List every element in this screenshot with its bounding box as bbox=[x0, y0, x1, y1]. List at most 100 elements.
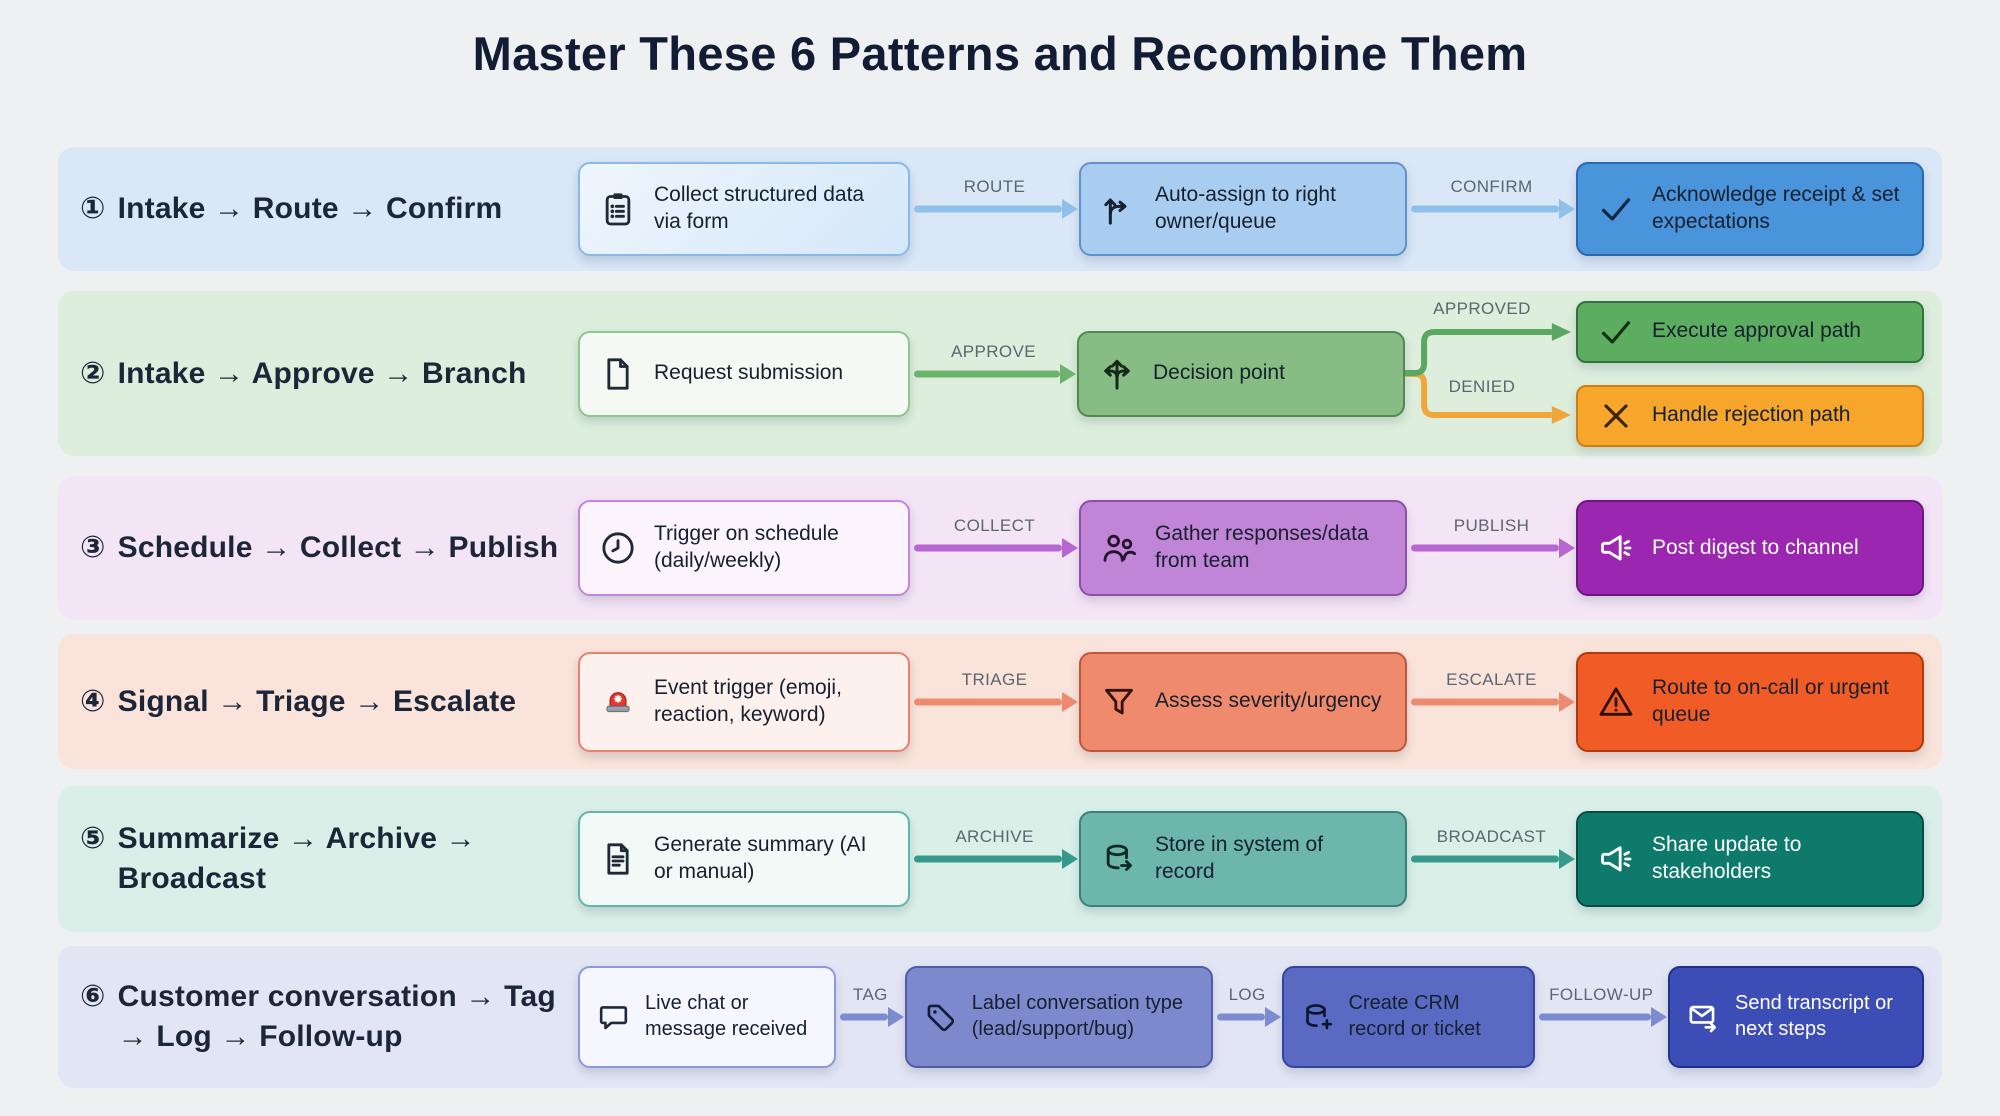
row-3-label-text: Schedule → Collect → Publish bbox=[117, 531, 559, 565]
step-text: Label conversation type (lead/support/bu… bbox=[971, 992, 1183, 1040]
arrow-escalate: ESCALATE bbox=[1409, 669, 1575, 734]
arrowhead-icon bbox=[1062, 538, 1078, 558]
chat-icon bbox=[595, 999, 632, 1036]
arrow-line bbox=[914, 544, 1062, 552]
step-execute-approval: Execute approval path bbox=[1576, 300, 1924, 363]
directions-icon bbox=[1097, 354, 1137, 394]
arrow-line bbox=[840, 1013, 888, 1021]
funnel-icon bbox=[1099, 682, 1139, 722]
row-2-label-text: Intake → Approve → Branch bbox=[117, 356, 527, 390]
row-2-number: ② bbox=[80, 356, 106, 390]
row-4-label-text: Signal → Triage → Escalate bbox=[117, 684, 517, 718]
arrowhead-icon bbox=[1062, 691, 1078, 712]
step-post-digest: Post digest to channel bbox=[1576, 500, 1924, 596]
arrowhead-icon bbox=[1060, 363, 1076, 384]
arrow-route: ROUTE bbox=[912, 177, 1078, 241]
step-text: Store in system of record bbox=[1155, 833, 1324, 883]
arrowhead-icon bbox=[1559, 199, 1575, 219]
row-1-number: ① bbox=[80, 192, 106, 226]
arrow-line bbox=[1216, 1013, 1265, 1021]
arrow-publish: PUBLISH bbox=[1409, 516, 1575, 580]
step-trigger-schedule: Trigger on schedule (daily/weekly) bbox=[578, 500, 910, 596]
arrow-escalate-label: ESCALATE bbox=[1446, 669, 1537, 689]
arrow-line bbox=[914, 698, 1062, 705]
clock-icon bbox=[598, 528, 638, 568]
page-title: Master These 6 Patterns and Recombine Th… bbox=[472, 27, 1528, 80]
arrow-line bbox=[1538, 1013, 1651, 1021]
step-create-crm: Create CRM record or ticket bbox=[1281, 966, 1535, 1068]
row-6-number: ⑥ bbox=[80, 980, 106, 1014]
arrow-archive: ARCHIVE bbox=[912, 827, 1078, 891]
step-text: Share update to stakeholders bbox=[1652, 833, 1802, 883]
step-text: Assess severity/urgency bbox=[1155, 689, 1382, 713]
route-split-icon bbox=[1099, 189, 1139, 229]
pattern-row-3: ③ Schedule → Collect → Publish Trigger o… bbox=[58, 476, 1942, 620]
arrow-line bbox=[1411, 855, 1559, 863]
step-text: Generate summary (AI or manual) bbox=[654, 833, 867, 883]
step-generate-summary: Generate summary (AI or manual) bbox=[578, 811, 910, 907]
step-gather-responses: Gather responses/data from team bbox=[1079, 500, 1407, 596]
arrow-tag-label: TAG bbox=[852, 985, 888, 1004]
row-5-label-text: Summarize → Archive → Broadcast bbox=[117, 822, 476, 895]
branch-outcomes: Execute approval path Handle rejection p… bbox=[1576, 291, 1924, 456]
step-route-oncall: Route to on-call or urgent queue bbox=[1576, 651, 1924, 752]
database-plus-icon bbox=[1299, 999, 1336, 1036]
arrow-line bbox=[1411, 205, 1559, 213]
arrow-line bbox=[1411, 698, 1559, 705]
step-auto-assign: Auto-assign to right owner/queue bbox=[1079, 162, 1407, 256]
row-5-label: ⑤ Summarize → Archive → Broadcast bbox=[80, 819, 578, 898]
users-icon bbox=[1099, 528, 1139, 568]
step-text: Collect structured data via form bbox=[654, 183, 865, 233]
arrow-denied-label: DENIED bbox=[1448, 377, 1516, 396]
pattern-row-2: ② Intake → Approve → Branch Request subm… bbox=[58, 291, 1942, 456]
step-text: Event trigger (emoji, reaction, keyword) bbox=[654, 675, 842, 726]
arrow-archive-label: ARCHIVE bbox=[955, 827, 1034, 846]
step-text: Trigger on schedule (daily/weekly) bbox=[654, 522, 839, 572]
step-text: Gather responses/data from team bbox=[1155, 522, 1369, 572]
row-1-label-text: Intake → Route → Confirm bbox=[117, 192, 503, 226]
arrow-follow-up: FOLLOW-UP bbox=[1537, 985, 1667, 1049]
arrow-line bbox=[914, 205, 1062, 213]
step-text: Send transcript or next steps bbox=[1735, 992, 1893, 1040]
tag-icon bbox=[922, 999, 959, 1036]
document-icon bbox=[598, 839, 638, 879]
step-text: Decision point bbox=[1153, 361, 1285, 385]
megaphone-icon bbox=[1596, 528, 1636, 568]
step-text: Auto-assign to right owner/queue bbox=[1155, 183, 1336, 233]
step-text: Handle rejection path bbox=[1652, 403, 1851, 427]
arrow-publish-label: PUBLISH bbox=[1453, 516, 1530, 535]
pattern-row-1: ① Intake → Route → Confirm Collect struc… bbox=[58, 147, 1942, 271]
arrow-confirm-label: CONFIRM bbox=[1450, 177, 1533, 196]
branch-connector: APPROVED DENIED bbox=[1405, 291, 1576, 456]
arrowhead-icon bbox=[1559, 849, 1575, 869]
row-2-label: ② Intake → Approve → Branch bbox=[80, 354, 578, 394]
arrow-line bbox=[914, 855, 1062, 863]
step-text: Live chat or message received bbox=[645, 992, 808, 1040]
step-send-transcript: Send transcript or next steps bbox=[1668, 966, 1924, 1068]
row-6-label: ⑥ Customer conversation → Tag → Log → Fo… bbox=[80, 977, 578, 1056]
row-4-number: ④ bbox=[80, 684, 106, 718]
arrow-log: LOG bbox=[1215, 985, 1281, 1049]
arrowhead-icon bbox=[1062, 199, 1078, 219]
file-icon bbox=[598, 354, 638, 394]
step-collect-form: Collect structured data via form bbox=[578, 162, 910, 256]
arrowhead-icon bbox=[887, 1007, 904, 1027]
arrowhead-icon bbox=[1264, 1007, 1281, 1027]
arrow-broadcast: BROADCAST bbox=[1409, 827, 1575, 891]
step-handle-rejection: Handle rejection path bbox=[1576, 384, 1924, 447]
arrow-line bbox=[914, 370, 1060, 377]
arrowhead-icon bbox=[1559, 538, 1575, 558]
database-arrow-icon bbox=[1099, 839, 1139, 879]
mail-arrow-icon bbox=[1685, 999, 1722, 1036]
arrowhead-icon bbox=[1062, 849, 1078, 869]
row-6-label-text: Customer conversation → Tag → Log → Foll… bbox=[117, 980, 556, 1053]
row-5-number: ⑤ bbox=[80, 822, 106, 856]
step-live-chat: Live chat or message received bbox=[578, 966, 836, 1068]
megaphone-icon bbox=[1596, 839, 1636, 879]
arrow-tag: TAG bbox=[838, 985, 904, 1049]
step-event-trigger: Event trigger (emoji, reaction, keyword) bbox=[578, 651, 910, 752]
warning-icon bbox=[1596, 682, 1636, 722]
arrow-collect-label: COLLECT bbox=[953, 516, 1036, 535]
row-3-label: ③ Schedule → Collect → Publish bbox=[80, 528, 578, 568]
